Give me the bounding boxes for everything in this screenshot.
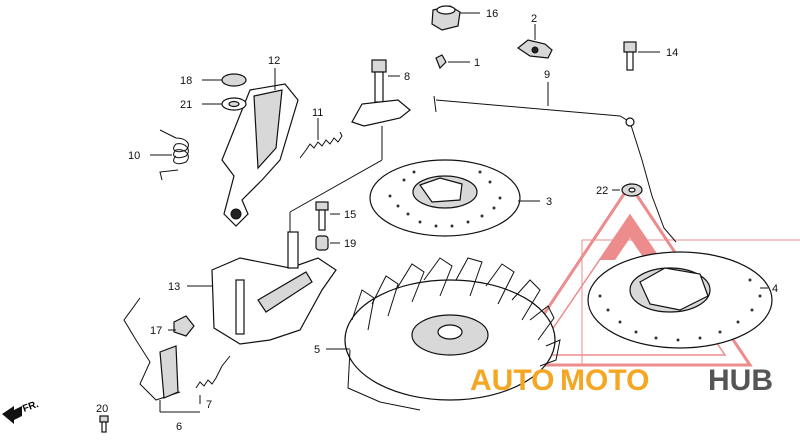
part-wire-6: [123, 297, 181, 401]
part-bolt-14: [623, 41, 637, 71]
part-washer-21: [221, 97, 247, 111]
direction-arrow: FR.: [2, 399, 40, 424]
callout-15: 15: [344, 209, 356, 221]
callout-9: 9: [544, 69, 550, 81]
leader-lines: [150, 12, 768, 413]
callout-6: 6: [176, 421, 182, 433]
watermark-auto: AUTO: [470, 364, 554, 397]
callout-17: 17: [150, 325, 162, 337]
callout-13: 13: [168, 281, 180, 293]
part-screw-20: [99, 415, 109, 433]
part-arm-8: [351, 59, 411, 127]
watermark-moto: MOTO: [560, 364, 649, 397]
part-washer-22: [621, 183, 643, 197]
callout-11: 11: [312, 107, 323, 119]
callout-16: 16: [486, 8, 498, 20]
callout-14: 14: [666, 47, 678, 59]
part-spring-7: [195, 355, 231, 389]
callout-5: 5: [314, 344, 320, 356]
callout-8: 8: [404, 71, 410, 83]
watermark-text: AUTO MOTO HUB: [470, 364, 773, 397]
part-nut-16: [431, 5, 461, 31]
part-key-1: [435, 54, 447, 70]
callout-12: 12: [268, 55, 280, 67]
callout-22: 22: [596, 185, 608, 197]
part-bolt-15: [315, 201, 329, 231]
part-clip-17: [173, 315, 195, 337]
part-spring-10: [159, 129, 189, 181]
direction-label: FR.: [21, 399, 40, 415]
part-rod-9: [433, 95, 677, 243]
part-clip-18: [221, 73, 247, 87]
part-arm-12: [221, 83, 299, 227]
part-flywheel-5: [344, 257, 561, 411]
watermark-hub: HUB: [708, 364, 773, 397]
callout-4: 4: [772, 283, 778, 295]
part-bracket-13: [211, 231, 337, 345]
callout-10: 10: [128, 150, 140, 162]
callout-2: 2: [531, 13, 537, 25]
callout-7: 7: [206, 399, 212, 411]
callout-18: 18: [180, 75, 192, 87]
part-plate-4: [587, 251, 773, 349]
callout-3: 3: [546, 196, 552, 208]
callout-1: 1: [474, 57, 480, 69]
callout-20: 20: [96, 403, 108, 415]
callout-19: 19: [344, 238, 356, 250]
callout-21: 21: [180, 99, 192, 111]
part-bracket-2: [516, 39, 553, 59]
part-collar-19: [315, 235, 329, 251]
part-spring-11: [299, 131, 343, 159]
part-disc-3: [369, 159, 521, 237]
